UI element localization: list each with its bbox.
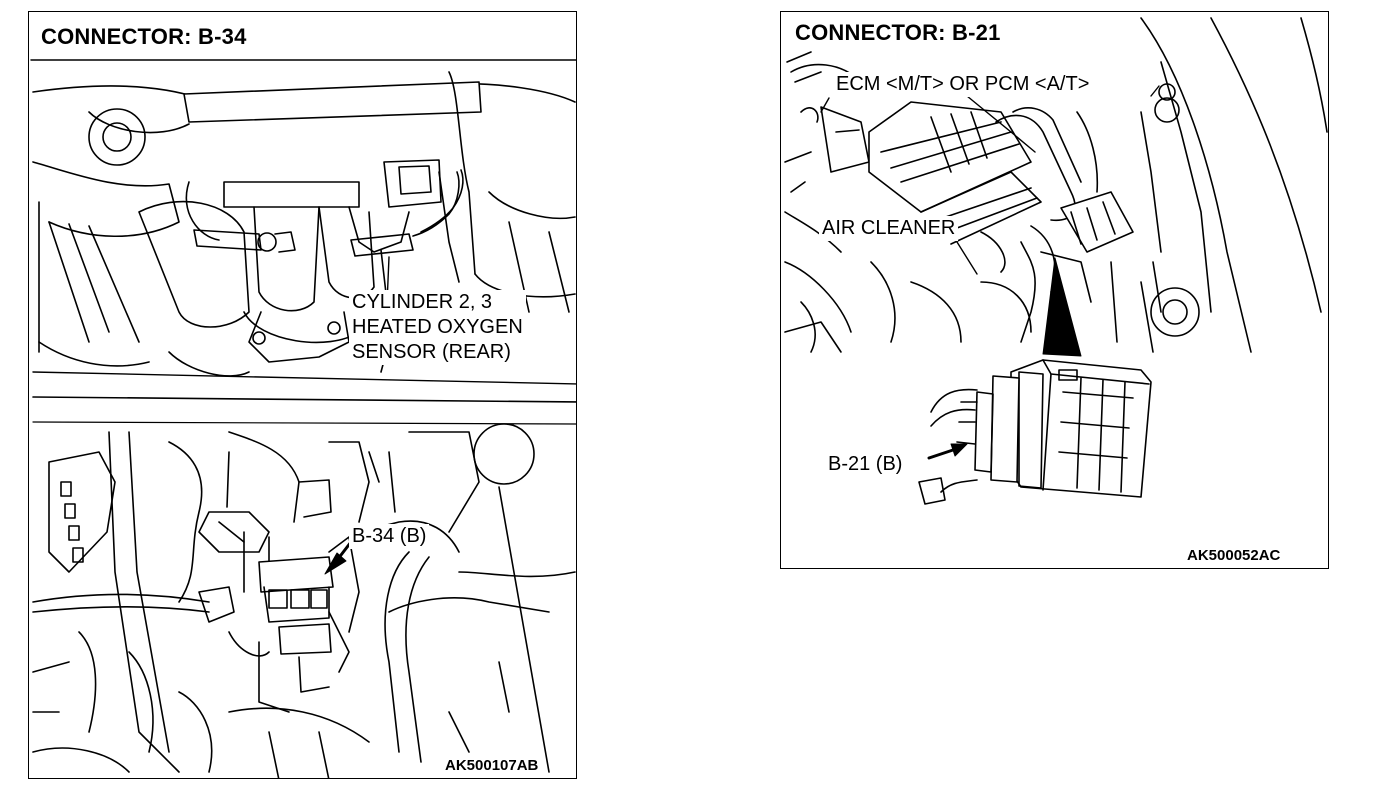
connector-callout: B-21 (B) (825, 452, 906, 477)
panel-title: CONNECTOR: B-21 (793, 20, 1003, 46)
connector-b34-panel: CONNECTOR: B-34 CYLINDER 2, 3 HEATED OXY… (28, 11, 577, 779)
connector-callout: B-34 (B) (349, 524, 430, 549)
figure-code: AK500052AC (1187, 547, 1281, 564)
ecm-connector-detail (918, 359, 1152, 505)
module-label: ECM <M/T> OR PCM <A/T> (833, 72, 1093, 97)
connector-b21-panel: CONNECTOR: B-21 ECM <M/T> OR PCM <A/T> A… (780, 11, 1329, 569)
connector-location-view (32, 421, 576, 778)
figure-code: AK500107AB (445, 757, 539, 774)
panel-title: CONNECTOR: B-34 (39, 24, 249, 50)
sensor-label-line-3: SENSOR (REAR) (352, 341, 511, 363)
engine-bay-view (784, 17, 1328, 353)
sensor-label-line-1: CYLINDER 2, 3 (352, 291, 493, 313)
sensor-label: CYLINDER 2, 3 HEATED OXYGEN SENSOR (REAR… (349, 290, 526, 365)
b34-engine-illustration (30, 59, 576, 778)
b21-engine-bay-illustration (784, 17, 1328, 505)
component-label: AIR CLEANER (819, 216, 959, 241)
exhaust-manifold-view (30, 59, 576, 403)
sensor-label-line-2: HEATED OXYGEN (352, 316, 523, 338)
